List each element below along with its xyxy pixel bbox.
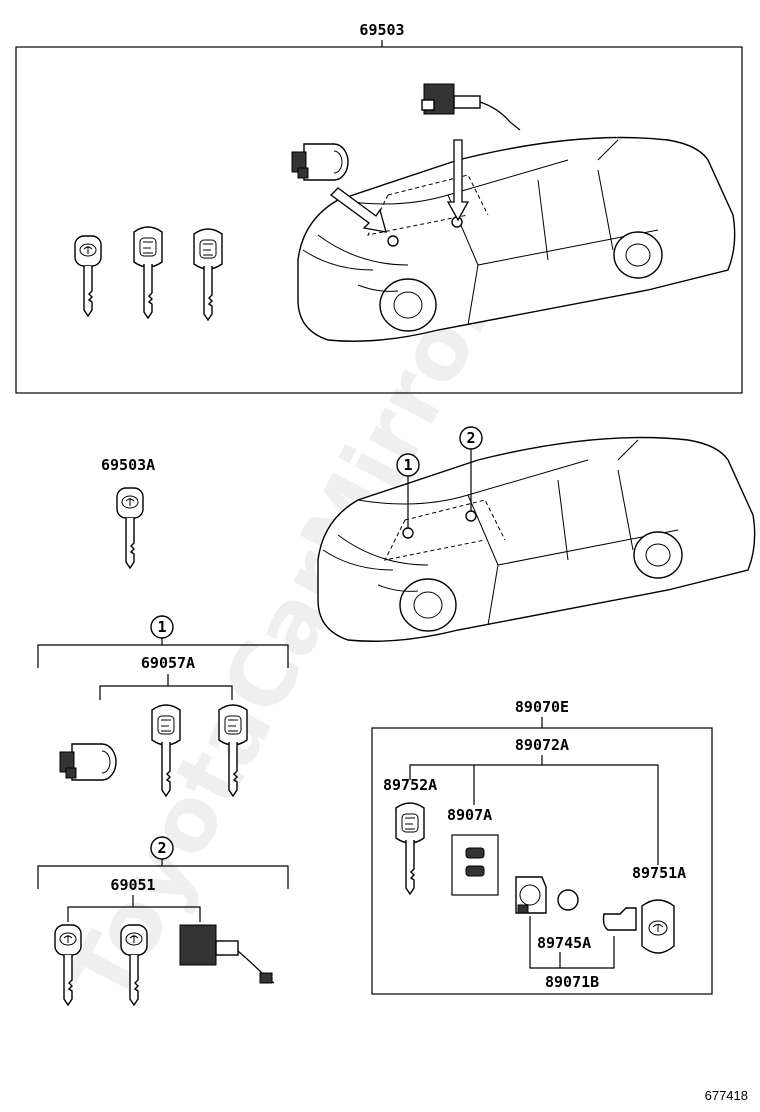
group-69057A: 1 69057A xyxy=(37,615,289,797)
battery-clip-box xyxy=(451,834,499,896)
label-69503: 69503 xyxy=(359,21,404,39)
ref-number: 2 xyxy=(157,839,166,857)
ref-number: 2 xyxy=(466,429,475,447)
steering-lock-actuator xyxy=(179,924,275,984)
label-8907A: 8907A xyxy=(447,806,492,824)
rubber-pad xyxy=(465,847,485,859)
key-remote xyxy=(133,226,163,319)
group-69503: 69503 xyxy=(15,21,743,394)
group-89070E: 89070E 89072A 89752A 8907A 89751A 89745A… xyxy=(371,698,713,995)
ignition-cylinder xyxy=(59,743,117,781)
rubber-pad xyxy=(465,865,485,877)
transponder-key-case xyxy=(641,899,675,954)
car-illustration xyxy=(297,136,736,342)
battery-cover xyxy=(602,907,637,931)
box-69503 xyxy=(15,46,743,394)
label-89745A: 89745A xyxy=(537,934,591,952)
key-plain xyxy=(116,487,144,569)
location-dot xyxy=(465,510,477,522)
box-89070E xyxy=(371,727,713,995)
windshield-outline xyxy=(384,499,506,561)
coin-battery xyxy=(557,889,579,911)
label-89752A: 89752A xyxy=(383,776,437,794)
ignition-cylinder xyxy=(291,143,349,181)
group-69051: 2 69051 xyxy=(37,836,289,1006)
group-69503A: 69503A xyxy=(101,456,155,569)
windshield-outline xyxy=(367,174,489,236)
label-89071B: 89071B xyxy=(545,973,599,991)
location-dot xyxy=(387,235,399,247)
key-plain xyxy=(74,235,102,317)
key-remote xyxy=(193,228,223,321)
label-89070E: 89070E xyxy=(515,698,569,716)
steering-lock-actuator xyxy=(421,83,521,131)
battery-holder xyxy=(515,876,547,914)
ref-number: 1 xyxy=(403,456,412,474)
group-bracket xyxy=(37,865,289,889)
car-location-view: 1 2 xyxy=(317,426,756,642)
label-69503A: 69503A xyxy=(101,456,155,474)
key-remote xyxy=(395,802,425,895)
label-89072A: 89072A xyxy=(515,736,569,754)
label-69051: 69051 xyxy=(110,876,155,894)
arrow-icon xyxy=(446,139,470,222)
ref-number: 1 xyxy=(157,618,166,636)
diagram-id: 677418 xyxy=(705,1088,748,1103)
arrow-icon xyxy=(330,187,387,233)
label-69057A: 69057A xyxy=(141,654,195,672)
label-89751A: 89751A xyxy=(632,864,686,882)
location-dot xyxy=(402,527,414,539)
group-bracket xyxy=(37,644,289,668)
